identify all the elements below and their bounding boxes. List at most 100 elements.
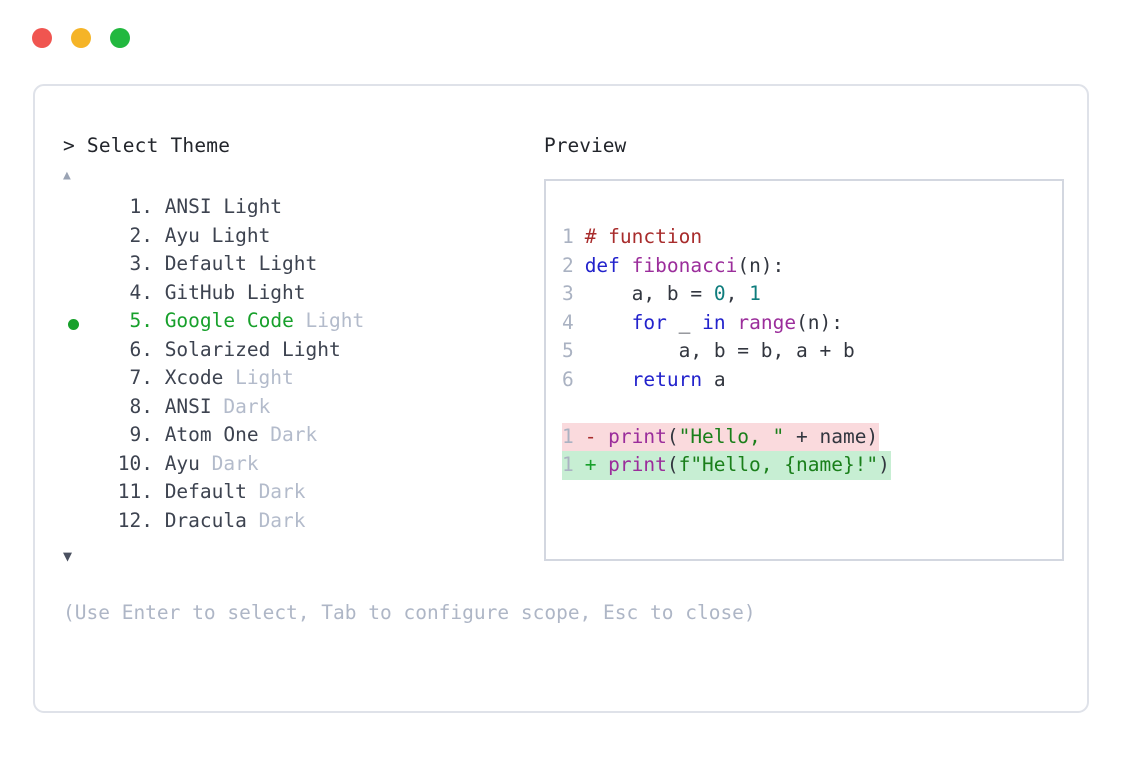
theme-item-variant: Light — [211, 223, 271, 247]
theme-item-variant: Light — [258, 252, 318, 275]
theme-item-name: Default — [164, 252, 247, 275]
code-token: return — [631, 367, 703, 391]
theme-item-name: ANSI — [164, 394, 212, 418]
theme-item-index: 1. — [129, 195, 153, 218]
theme-item-variant: Light — [305, 309, 365, 332]
theme-item-variant: Light — [223, 195, 283, 218]
code-token: def — [584, 253, 632, 277]
theme-list-item[interactable]: 2. Ayu Light — [63, 224, 533, 253]
line-number: 1 — [562, 453, 574, 476]
theme-item-variant: Dark — [223, 394, 271, 418]
theme-item-index: 5. — [129, 309, 153, 332]
theme-list-item[interactable]: 1. ANSI Light — [63, 195, 533, 224]
theme-item-variant: Light — [246, 280, 306, 304]
theme-item-name: Atom One — [164, 423, 259, 446]
theme-item-name: ANSI — [164, 195, 212, 218]
theme-item-variant: Light — [235, 366, 294, 389]
code-token: f"Hello, {name}!" — [678, 453, 879, 476]
minimize-button[interactable] — [71, 28, 91, 48]
code-line: 2 def fibonacci(n): — [562, 252, 784, 281]
theme-list-item[interactable]: 5. Google Code Light — [63, 309, 533, 338]
diff-line-del: 1-print("Hello, " + name) — [562, 422, 880, 451]
code-token: + name) — [784, 424, 879, 448]
theme-item-index: 12. — [117, 508, 153, 532]
code-line: 5 a, b = b, a + b — [562, 337, 855, 366]
code-token: 0 — [713, 282, 726, 305]
code-token: ( — [666, 453, 679, 476]
code-token: (n): — [737, 253, 785, 277]
line-number: 1 — [562, 225, 574, 248]
code-token: in — [702, 310, 726, 334]
selected-bullet-icon — [68, 319, 79, 330]
theme-item-name: Ayu — [164, 451, 200, 475]
close-button[interactable] — [32, 28, 52, 48]
theme-item-variant: Light — [282, 337, 341, 361]
line-number: 5 — [562, 339, 574, 362]
code-token: _ — [666, 310, 703, 334]
code-token: for — [631, 310, 667, 334]
code-line: 4 for _ in range(n): — [562, 309, 843, 338]
theme-item-index: 6. — [129, 337, 153, 361]
theme-list-item[interactable]: 11. Default Dark — [63, 480, 533, 509]
theme-item-name: Solarized — [164, 337, 271, 361]
diff-lines: 1-print("Hello, " + name)1 + print (f"Hello… — [562, 422, 1062, 480]
theme-list-item[interactable]: 7. Xcode Light — [63, 366, 533, 395]
theme-item-index: 3. — [129, 252, 153, 275]
theme-item-name: Default — [164, 480, 247, 503]
code-line: 6 return a — [562, 366, 726, 395]
code-token — [585, 368, 632, 391]
theme-list-item[interactable]: 3. Default Light — [63, 252, 533, 281]
code-token: 1 — [749, 282, 761, 305]
theme-item-index: 7. — [129, 366, 153, 389]
theme-item-variant: Dark — [258, 480, 306, 503]
line-number: 6 — [562, 367, 574, 391]
picker-prompt-title: > Select Theme — [63, 134, 231, 157]
scroll-down-arrow-icon[interactable]: ▼ — [63, 547, 73, 565]
theme-item-index: 2. — [129, 223, 153, 247]
theme-item-variant: Dark — [258, 508, 306, 532]
code-token: print — [608, 424, 667, 448]
code-token: (n): — [796, 310, 844, 334]
diff-line-add: 1+print(f"Hello, {name}!") — [562, 451, 891, 480]
line-number: 4 — [562, 310, 574, 334]
theme-list-item[interactable]: 6. Solarized Light — [63, 338, 533, 367]
code-token — [585, 311, 632, 334]
theme-item-index: 8. — [129, 394, 153, 418]
theme-list-item[interactable]: 8. ANSI Dark — [63, 395, 533, 424]
code-token: , — [725, 282, 750, 305]
code-line: 1 # function — [562, 223, 702, 252]
code-token — [726, 311, 738, 334]
code-token: # function — [584, 225, 703, 248]
line-number: 1 — [562, 424, 574, 448]
code-token: ) — [878, 453, 890, 476]
code-token: fibonacci — [631, 253, 738, 277]
code-token: "Hello, " — [678, 424, 785, 448]
keyboard-hint-text: (Use Enter to select, Tab to configure s… — [63, 601, 756, 624]
theme-item-name: GitHub — [164, 280, 236, 304]
code-token: a — [702, 367, 726, 391]
maximize-button[interactable] — [110, 28, 130, 48]
line-number: 2 — [562, 253, 574, 277]
theme-list-item[interactable]: 4. GitHub Light — [63, 281, 533, 310]
theme-item-index: 9. — [129, 423, 153, 446]
theme-item-index: 4. — [129, 280, 153, 304]
theme-item-name: Ayu — [164, 223, 200, 247]
theme-item-name: Xcode — [164, 366, 224, 389]
theme-item-index: 11. — [117, 480, 153, 503]
line-number: 3 — [562, 282, 574, 305]
diff-marker: + — [584, 453, 597, 476]
diff-marker: - — [584, 424, 597, 448]
code-token: a, b = — [584, 282, 714, 305]
scroll-up-arrow-icon[interactable]: ▲ — [63, 168, 71, 183]
code-token: range — [737, 310, 797, 334]
theme-item-name: Google Code — [164, 309, 294, 332]
